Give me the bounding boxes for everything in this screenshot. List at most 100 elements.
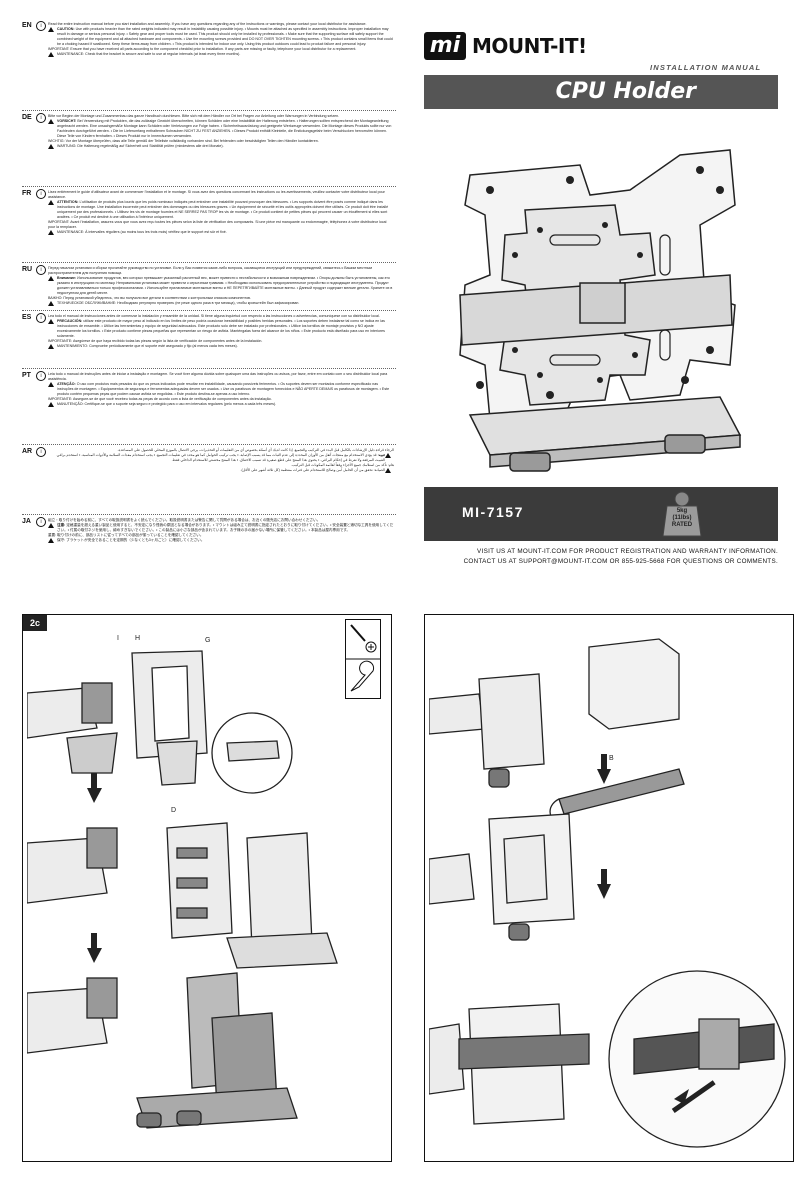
weight-lbs: (11lbs) xyxy=(672,515,692,521)
warning-triangle-icon xyxy=(48,27,54,32)
important-text: IMPORTANTE: Asegúrese de que haya recibi… xyxy=(48,339,263,343)
important-text: IMPORTANT: Ensure that you have received… xyxy=(48,47,357,51)
language-body: الرجاء قراءة دليل الإرشادات بالكامل قبل … xyxy=(48,448,394,473)
intro-text: Lea todo el manual de instrucciones ante… xyxy=(48,314,380,318)
warning-triangle-icon xyxy=(48,319,54,324)
read-manual-icon: i xyxy=(36,21,46,31)
part-label-g: G xyxy=(205,637,211,644)
caution-text: CAUTION: Use with products heavier than … xyxy=(57,27,394,47)
caution-label: VORSICHT: xyxy=(57,119,77,123)
read-manual-icon: i xyxy=(36,313,46,323)
important-text: IMPORTANT: Avant l'installation, assurez… xyxy=(48,220,387,229)
contact-line-1: VISIT US AT MOUNT-IT.COM FOR PRODUCT REG… xyxy=(477,548,778,555)
section-divider xyxy=(22,262,396,263)
maintenance-block: MAINTENANCE: À intervalles réguliers (au… xyxy=(48,230,394,235)
intro-text: Lisez entièrement le guide d'utilisateur… xyxy=(48,190,385,199)
contact-line-2: CONTACT US AT SUPPORT@MOUNT-IT.COM OR 85… xyxy=(463,558,778,565)
caution-text: ATENÇÃO: O uso com produtos mais pesados… xyxy=(57,382,394,397)
language-body: Bitte vor Beginn der Montage und Zusamme… xyxy=(48,114,394,149)
weight-icon xyxy=(662,491,702,537)
intro-text: الرجاء قراءة دليل الإرشادات بالكامل قبل … xyxy=(117,448,395,452)
caution-block: ATENÇÃO: O uso com produtos mais pesados… xyxy=(48,382,394,397)
weight-kg: 5kg xyxy=(676,508,688,514)
wrench-icon xyxy=(350,660,375,692)
maintenance-block: 保守: ブラケットが安全であることを定期的（少なくとも3ヶ月ごと）に確認してくだ… xyxy=(48,538,394,543)
caution-text: 注意: 定格重量を超える重い製品と使用すると、不安定になり怪我の原因となる場合が… xyxy=(57,523,394,533)
maintenance-text: MAINTENANCE: À intervalles réguliers (au… xyxy=(57,230,227,234)
strap-install-diagram xyxy=(429,638,786,1148)
read-manual-icon: i xyxy=(36,371,46,381)
read-manual-icon: i xyxy=(36,517,46,527)
warning-triangle-icon xyxy=(48,538,54,543)
contact-info: VISIT US AT MOUNT-IT.COM FOR PRODUCT REG… xyxy=(424,547,778,567)
maintenance-block: MAINTENANCE: Check that the bracket is s… xyxy=(48,52,394,57)
warning-triangle-icon xyxy=(48,344,54,349)
intro-text: Перед началом установки и сборки прочита… xyxy=(48,266,372,275)
warning-triangle-icon xyxy=(385,468,391,473)
warning-triangle-icon xyxy=(48,119,54,124)
step-2c-diagram xyxy=(27,650,338,1129)
caution-text: Внимание: Использование продуктов, вес к… xyxy=(57,276,394,296)
part-label-b: B xyxy=(609,755,614,762)
warning-triangle-icon xyxy=(48,402,54,407)
important-text: ВАЖНО: Перед установкой убедитесь, что в… xyxy=(48,296,251,300)
warning-triangle-icon xyxy=(48,301,54,306)
caution-block: CAUTION: Use with products heavier than … xyxy=(48,27,394,47)
arrow-down-icon xyxy=(597,884,611,899)
caution-label: Внимание: xyxy=(57,276,77,280)
caution-body: Использование продуктов, вес которых пре… xyxy=(57,276,393,295)
section-divider xyxy=(22,310,396,311)
maintenance-text: 保守: ブラケットが安全であることを定期的（少なくとも3ヶ月ごと）に確認してくだ… xyxy=(57,538,205,542)
important-text: 重要: 取り付けの前に、部品リストに従ってすべての部品が揃っていることを確認して… xyxy=(48,533,204,537)
caution-block: VORSICHT: Bei Verwendung mit Produkten, … xyxy=(48,119,394,139)
warning-triangle-icon xyxy=(48,523,54,528)
language-code: FR xyxy=(22,190,32,197)
product-illustration xyxy=(459,149,742,472)
caution-label: ATTENTION: xyxy=(57,200,79,204)
read-manual-icon: i xyxy=(36,189,46,199)
warning-triangle-icon xyxy=(48,200,54,205)
caution-text: تنبيه: قد يؤدي الاستخدام مع منتجات أثقل … xyxy=(48,453,385,463)
read-manual-icon: i xyxy=(36,113,46,123)
arrow-down-icon xyxy=(87,788,102,803)
warning-triangle-icon xyxy=(48,144,54,149)
brand-name: MOUNT-IT! xyxy=(472,34,587,58)
caution-body: utilizar este producto de mayor peso al … xyxy=(57,319,385,338)
intro-text: Bitte vor Beginn der Montage und Zusamme… xyxy=(48,114,340,118)
maintenance-text: MANUTENÇÃO: Certifique-se que o suporte … xyxy=(57,402,277,406)
caution-block: تنبيه: قد يؤدي الاستخدام مع منتجات أثقل … xyxy=(48,453,394,463)
arrow-down-icon xyxy=(87,948,102,963)
maintenance-text: MANTENIMIENTO: Compruebe periódicamente … xyxy=(57,344,238,348)
section-divider xyxy=(22,444,396,445)
section-divider xyxy=(22,514,396,515)
caution-label: تنبيه: xyxy=(377,453,385,457)
step-2c-panel: 2c I H G D xyxy=(22,614,392,1162)
warning-triangle-icon xyxy=(48,52,54,57)
manual-title: CPU Holder xyxy=(555,79,696,104)
logo-mark: mi xyxy=(424,32,466,60)
maintenance-block: الصيانة: تحقق من أن الحامل آمن وصالح للا… xyxy=(48,468,394,473)
maintenance-block: ТЕХНИЧЕСКОЕ ОБСЛУЖИВАНИЕ: Необходимо рег… xyxy=(48,301,394,306)
caution-label: 注意: xyxy=(57,523,66,527)
read-manual-icon: i xyxy=(36,265,46,275)
intro-text: Read the entire instruction manual befor… xyxy=(48,22,367,26)
important-text: WICHTIG: Vor der Montage überprüfen, das… xyxy=(48,139,319,143)
model-bar: MI-7157 xyxy=(424,487,778,541)
language-code: AR xyxy=(22,448,33,455)
language-body: Read the entire instruction manual befor… xyxy=(48,22,394,57)
caution-block: ATTENTION: L'utilisation de produits plu… xyxy=(48,200,394,220)
maintenance-text: MAINTENANCE: Check that the bracket is s… xyxy=(57,52,241,56)
read-manual-icon: i xyxy=(36,447,46,457)
part-label-d: D xyxy=(171,807,177,814)
warning-triangle-icon xyxy=(385,453,391,458)
section-divider xyxy=(22,368,396,369)
caution-body: Use with products heavier than the rated… xyxy=(57,27,393,46)
step-label: 2c xyxy=(23,615,47,631)
weight-rating: 5kg (11lbs) RATED xyxy=(661,508,703,529)
strap-install-panel: B xyxy=(424,614,794,1162)
weight-rated: RATED xyxy=(671,522,693,528)
arrow-down-icon xyxy=(597,769,611,784)
maintenance-text: WARTUNG: Die Halterung regelmäßig auf Si… xyxy=(57,144,224,148)
intro-text: Leia todo o manual de instruções antes d… xyxy=(48,372,388,381)
